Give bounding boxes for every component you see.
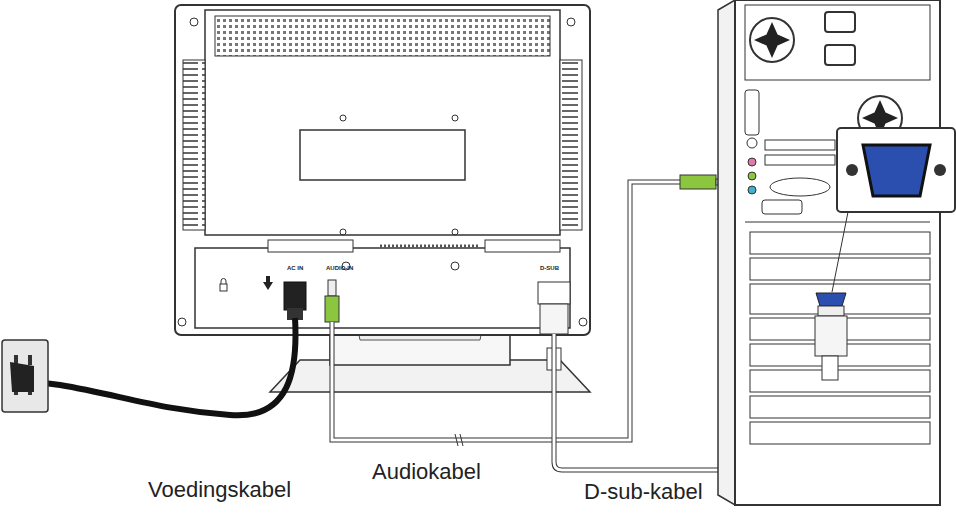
- cable-label: D-sub-kabel: [584, 480, 703, 504]
- cable-label: Audiokabel: [372, 460, 481, 484]
- cable-label: Voedingskabel: [148, 478, 291, 502]
- port-label: AUDIO-IN: [326, 265, 353, 272]
- port-label: AC IN: [287, 265, 303, 272]
- port-label: D-SUB: [540, 265, 559, 272]
